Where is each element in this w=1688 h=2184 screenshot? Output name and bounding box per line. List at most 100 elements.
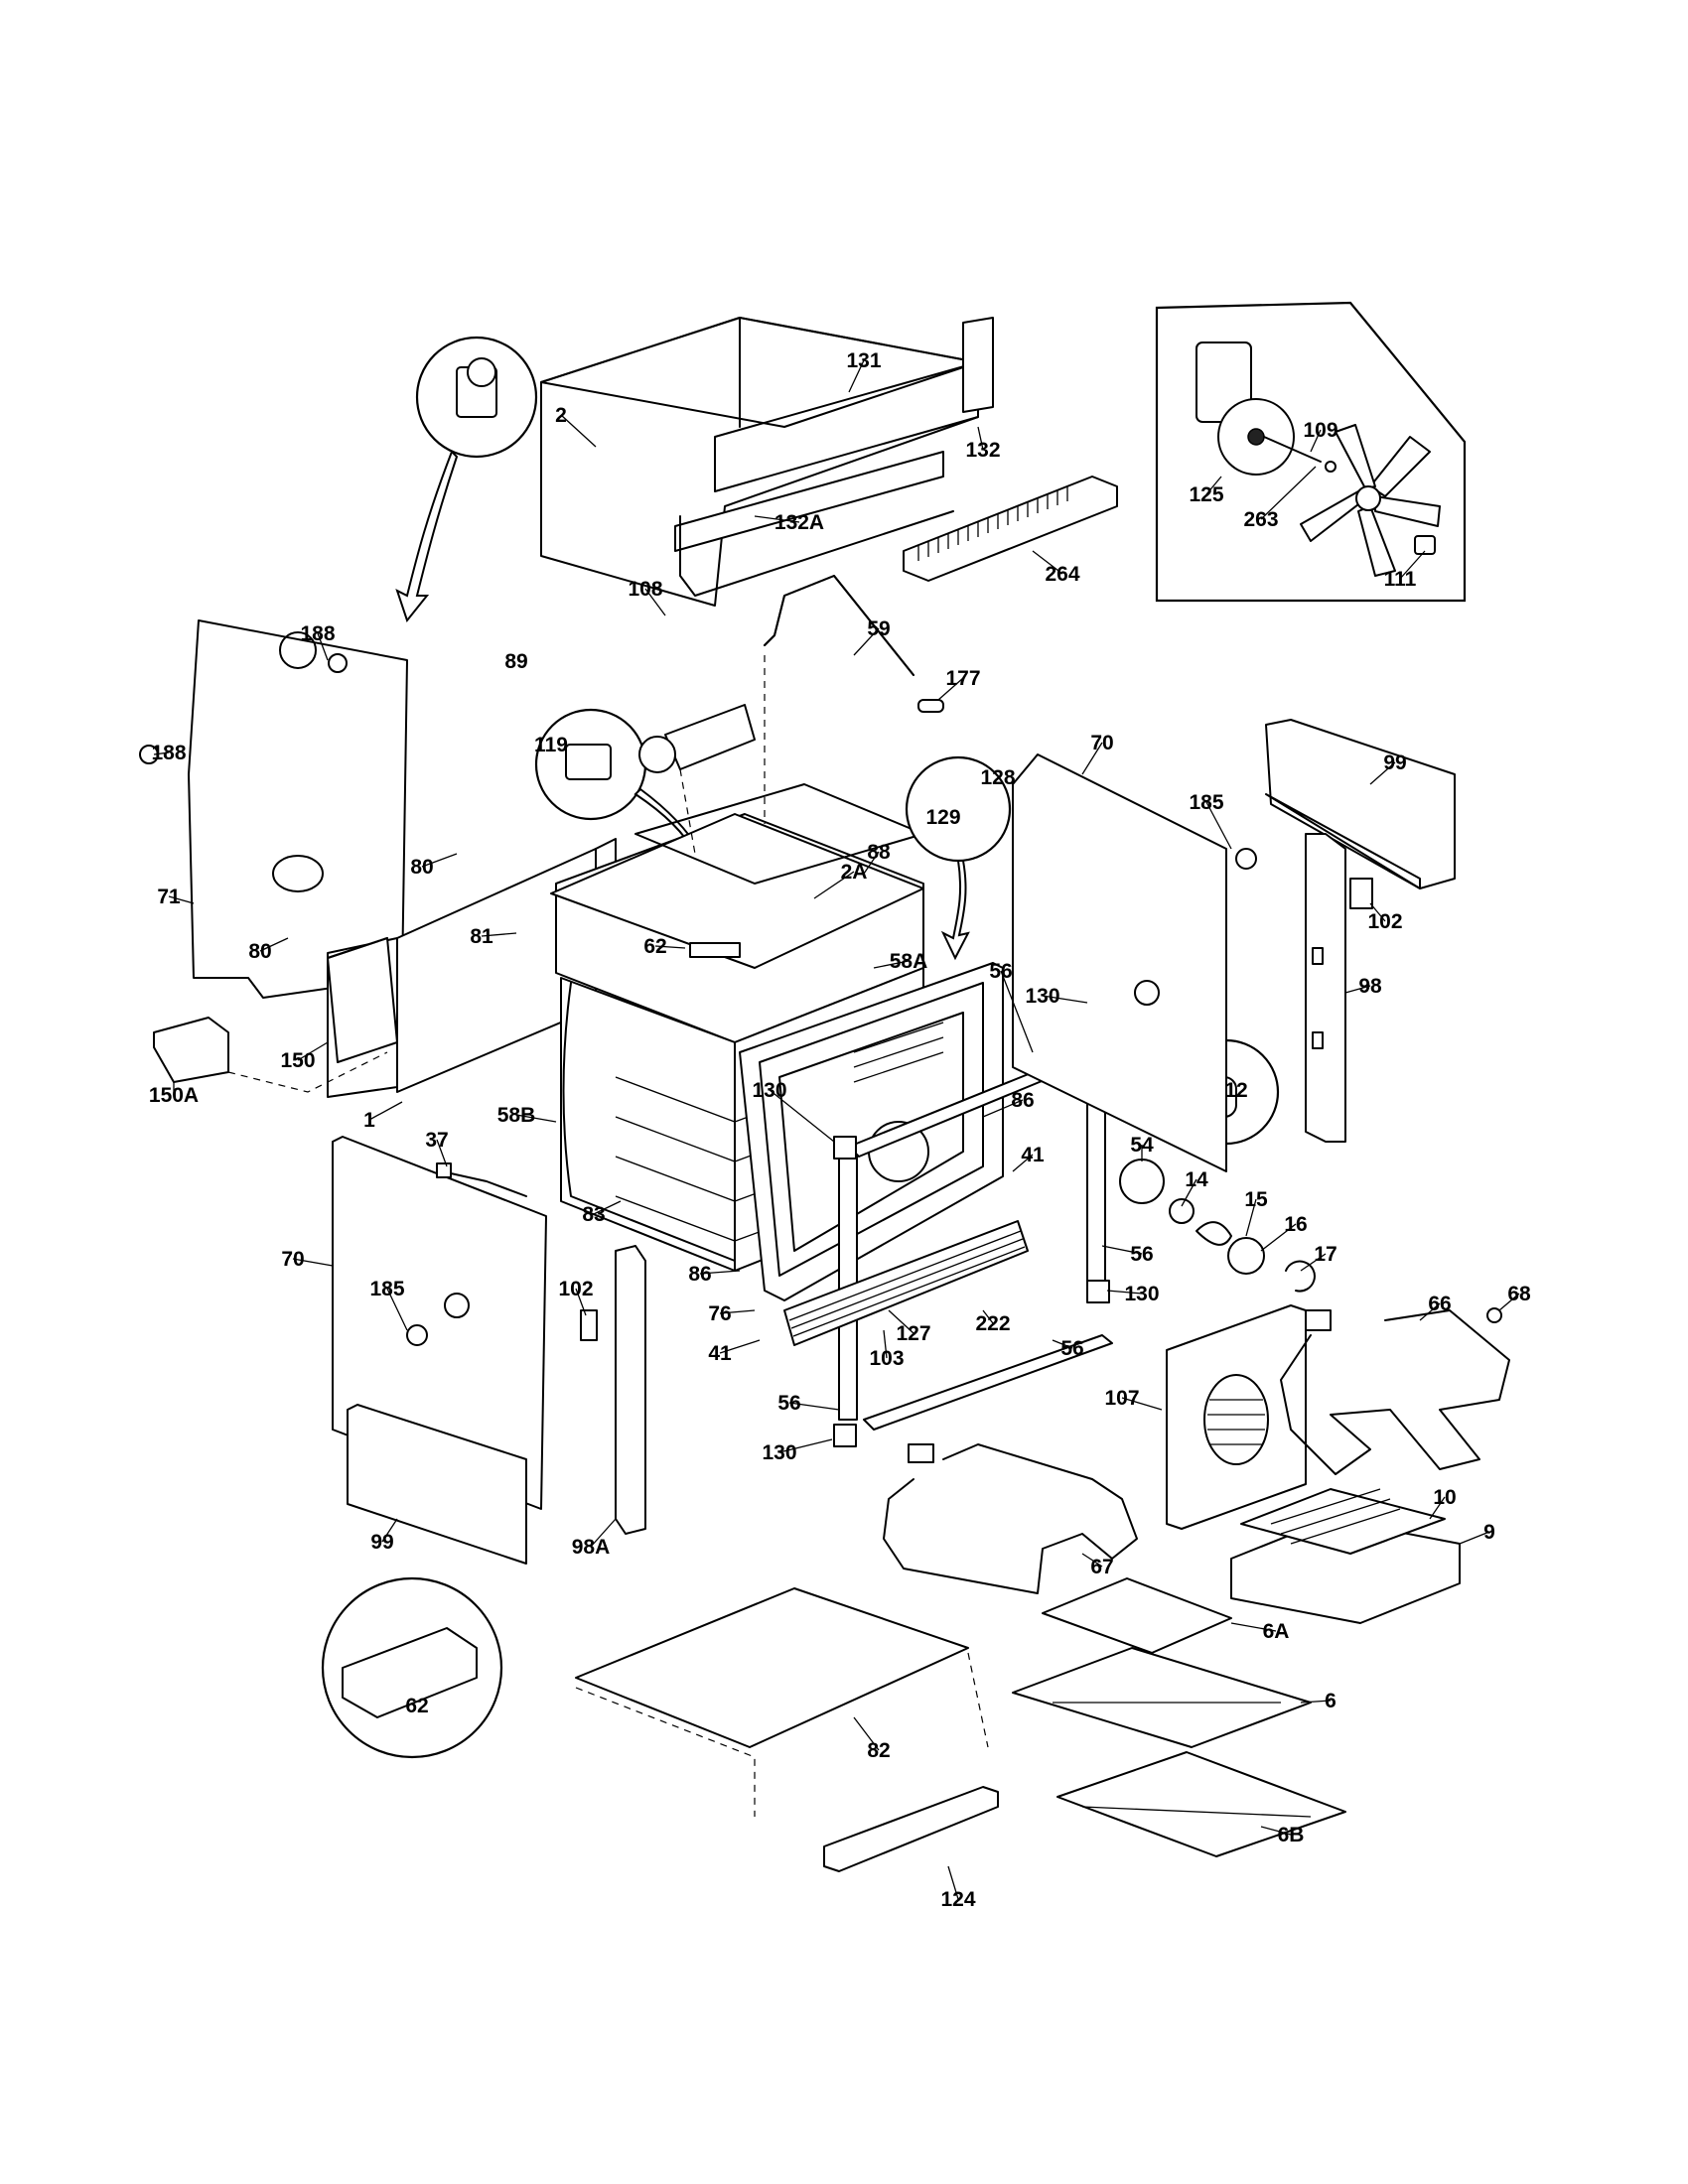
bake-element <box>883 1443 1138 1594</box>
leader-line-p127 <box>888 1309 914 1334</box>
leader-line-p130a <box>1042 995 1088 1004</box>
leader-line-p9 <box>1459 1531 1490 1545</box>
leader-line-p14 <box>1181 1178 1197 1207</box>
leader-line-p56c <box>1052 1339 1073 1349</box>
terminal-block-inset-62 <box>321 1576 503 1759</box>
bottom-panel <box>575 1587 989 1817</box>
part-label-p185b: 185 <box>369 1278 404 1300</box>
blower-and-duct <box>638 575 944 855</box>
wire-harness <box>436 1162 527 1197</box>
leader-line-p132a <box>754 515 800 523</box>
leader-line-p37 <box>436 1139 448 1167</box>
leader-line-p2a <box>813 871 855 899</box>
part-label-p89: 89 <box>504 650 527 673</box>
part-label-p128: 128 <box>980 766 1015 789</box>
leader-line-p111 <box>1399 550 1426 580</box>
part-label-p109: 109 <box>1303 419 1337 442</box>
leader-line-p80b <box>259 937 289 952</box>
part-label-p56b: 56 <box>1130 1243 1153 1266</box>
part-label-p6: 6 <box>1325 1690 1336 1712</box>
part-label-p2a: 2A <box>841 861 868 884</box>
leader-line-p108 <box>644 588 666 616</box>
part-label-p177: 177 <box>945 667 980 690</box>
leader-line-p1 <box>368 1101 403 1121</box>
part-label-p54: 54 <box>1130 1134 1154 1157</box>
leader-line-p188b <box>153 751 170 755</box>
leader-line-p83 <box>593 1200 622 1215</box>
part-label-p16: 16 <box>1284 1213 1307 1236</box>
leader-line-p177 <box>937 677 964 701</box>
part-label-p130a: 130 <box>1025 985 1059 1008</box>
leader-line-p56d <box>788 1402 840 1411</box>
leader-line-p125 <box>1205 476 1222 495</box>
part-label-p41a: 41 <box>1021 1144 1045 1166</box>
leader-line-p99a <box>1369 761 1396 785</box>
oven-top-panel <box>550 783 924 969</box>
leader-line-p124 <box>947 1865 959 1900</box>
leader-line-p130b <box>769 1089 835 1143</box>
part-label-p67: 67 <box>1090 1556 1113 1578</box>
leader-line-p132 <box>977 426 984 451</box>
part-label-p263: 263 <box>1243 508 1278 531</box>
part-label-p264: 264 <box>1045 563 1079 586</box>
part-label-p58b: 58B <box>497 1104 536 1127</box>
switch-inset-119 <box>534 708 709 882</box>
left-lower-bracket <box>347 1404 527 1565</box>
part-label-p111: 111 <box>1384 568 1417 591</box>
leader-line-p6b <box>1260 1826 1292 1836</box>
part-label-p82: 82 <box>867 1739 890 1762</box>
part-label-p9: 9 <box>1483 1521 1495 1544</box>
leader-line-p99b <box>381 1518 398 1543</box>
leader-line-p56b <box>1101 1245 1143 1255</box>
leader-line-p103 <box>883 1329 888 1359</box>
leader-line-p6 <box>1300 1700 1332 1704</box>
right-side-panel <box>1012 753 1257 1172</box>
leader-line-p109 <box>1310 429 1322 453</box>
part-label-p6b: 6B <box>1278 1824 1305 1846</box>
part-label-p124: 124 <box>940 1888 975 1911</box>
part-label-p81: 81 <box>470 925 493 948</box>
leader-line-p82 <box>853 1716 880 1751</box>
leader-line-p70a <box>1081 742 1103 775</box>
part-label-p119: 119 <box>534 734 568 756</box>
thermostat-inset-89 <box>395 336 538 623</box>
part-label-p108: 108 <box>628 578 662 601</box>
leader-line-p62a <box>654 945 686 949</box>
leader-line-p185b <box>386 1288 408 1331</box>
part-label-p56d: 56 <box>777 1392 800 1415</box>
part-label-p188a: 188 <box>300 622 335 645</box>
leader-line-p263 <box>1260 466 1317 520</box>
part-label-p62b: 62 <box>405 1695 428 1717</box>
part-label-p6a: 6A <box>1263 1620 1290 1643</box>
fan-element-cover <box>1166 1304 1307 1530</box>
part-label-p98: 98 <box>1358 975 1382 998</box>
part-label-p1: 1 <box>363 1109 375 1132</box>
leader-line-p81 <box>481 932 517 937</box>
leader-line-p86b <box>699 1270 741 1275</box>
leader-line-p102a <box>1369 902 1386 922</box>
leader-line-p68 <box>1498 1293 1520 1311</box>
leader-line-p6a <box>1230 1622 1277 1632</box>
part-label-p59: 59 <box>867 617 890 640</box>
part-labels: 122A66A6B9101214151617374141545656565658… <box>149 349 1531 1911</box>
leader-line-p264 <box>1032 550 1063 575</box>
leader-line-p70b <box>292 1258 334 1267</box>
part-label-p2: 2 <box>555 404 567 427</box>
broil-element <box>1280 1307 1510 1475</box>
transformer <box>153 937 398 1093</box>
leader-line-p15 <box>1245 1198 1257 1237</box>
leader-line-p188a <box>317 632 329 661</box>
part-label-p70b: 70 <box>281 1248 304 1271</box>
part-label-p83: 83 <box>582 1203 605 1226</box>
part-label-p107: 107 <box>1104 1387 1139 1410</box>
part-label-p12: 12 <box>1224 1079 1247 1102</box>
bottom-louver <box>783 1220 1029 1346</box>
broil-pan <box>1230 1488 1461 1624</box>
part-label-p150: 150 <box>280 1049 315 1072</box>
top-cabinet-wrapper <box>540 317 994 607</box>
part-label-p125: 125 <box>1189 483 1223 506</box>
spring-inset-129 <box>905 755 1012 961</box>
part-label-p130c: 130 <box>1124 1283 1159 1305</box>
bottom-vent-tray <box>823 1786 999 1872</box>
